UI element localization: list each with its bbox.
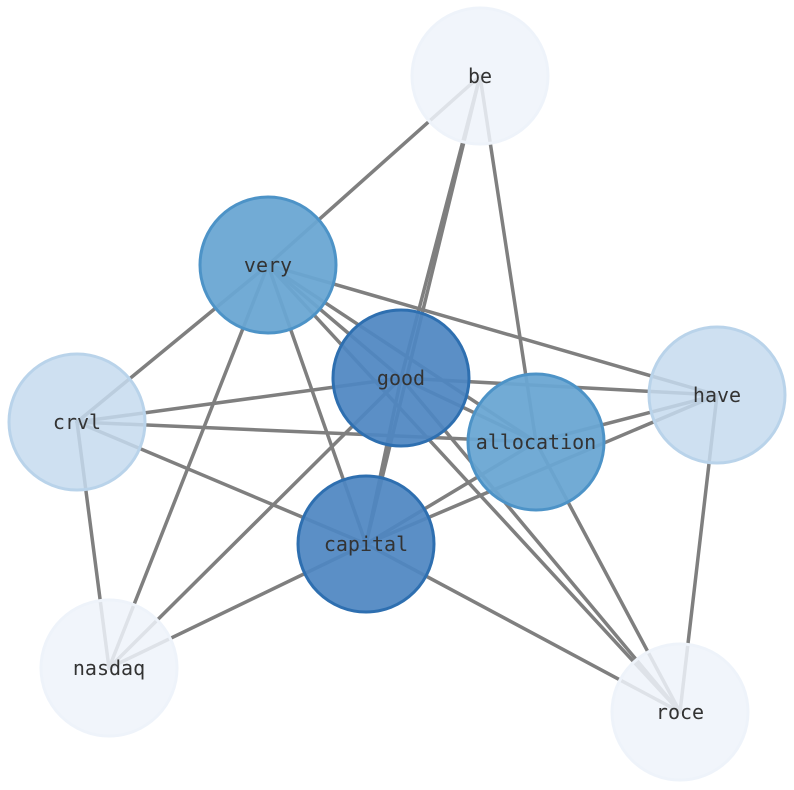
node-allocation: allocation xyxy=(466,372,606,512)
edge-crvl-allocation xyxy=(75,420,538,444)
node-have: have xyxy=(647,325,787,465)
edge-very-nasdaq xyxy=(107,263,270,670)
node-label-have: have xyxy=(693,383,741,407)
node-circle-crvl xyxy=(7,352,147,492)
node-circle-capital xyxy=(296,474,436,614)
node-good: good xyxy=(331,308,471,448)
node-roce: roce xyxy=(610,642,750,782)
node-circle-nasdaq xyxy=(39,598,179,738)
node-crvl: crvl xyxy=(7,352,147,492)
node-label-be: be xyxy=(468,64,492,88)
node-circle-be xyxy=(410,6,550,146)
edge-good-roce xyxy=(399,376,682,714)
node-circle-allocation xyxy=(466,372,606,512)
node-label-roce: roce xyxy=(656,700,704,724)
node-capital: capital xyxy=(296,474,436,614)
node-label-very: very xyxy=(244,253,292,277)
nodes-layer: be nasdaq roce crvl have very allocation good ca… xyxy=(7,6,787,782)
node-label-allocation: allocation xyxy=(476,430,596,454)
node-label-capital: capital xyxy=(324,532,408,556)
node-nasdaq: nasdaq xyxy=(39,598,179,738)
node-be: be xyxy=(410,6,550,146)
node-label-nasdaq: nasdaq xyxy=(73,656,145,680)
node-circle-good xyxy=(331,308,471,448)
node-circle-have xyxy=(647,325,787,465)
edge-very-have xyxy=(266,263,719,397)
edge-very-roce xyxy=(266,263,682,714)
node-very: very xyxy=(198,195,338,335)
node-circle-very xyxy=(198,195,338,335)
node-label-good: good xyxy=(377,366,425,390)
node-circle-roce xyxy=(610,642,750,782)
node-label-crvl: crvl xyxy=(53,410,101,434)
